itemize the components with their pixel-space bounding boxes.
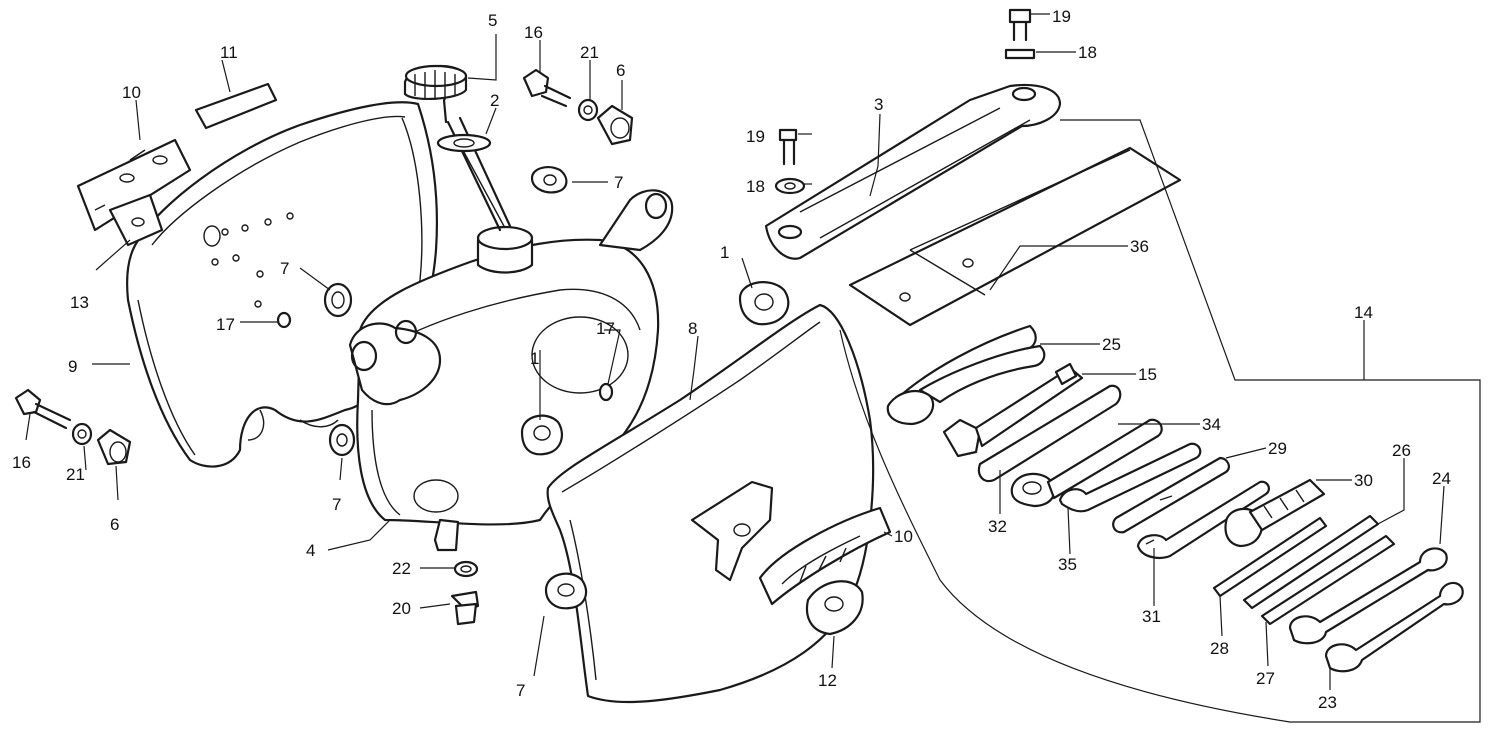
washer-21-upper xyxy=(577,98,599,122)
wrench-27 xyxy=(1260,534,1396,626)
label-12: 12 xyxy=(818,671,837,690)
leader-lines xyxy=(25,13,1445,690)
label-23: 23 xyxy=(1318,693,1337,712)
label-17-left: 17 xyxy=(216,315,235,334)
wrench-32 xyxy=(1010,418,1163,508)
socket-wrench-15 xyxy=(942,362,1084,458)
washer-18-mid xyxy=(774,177,806,195)
grommet-17-mid xyxy=(598,382,614,402)
hook-spanner-35 xyxy=(1058,442,1202,513)
grommet-17-left xyxy=(276,311,292,329)
label-11: 11 xyxy=(220,43,238,62)
label-28: 28 xyxy=(1210,639,1229,658)
label-30: 30 xyxy=(1354,471,1373,490)
label-7-upper-left: 7 xyxy=(280,259,289,278)
label-10-left: 10 xyxy=(122,83,141,102)
screwdriver-bit-28 xyxy=(1212,516,1328,598)
tool-tray-bracket-3 xyxy=(764,83,1062,260)
label-8: 8 xyxy=(688,319,697,338)
tool-bag-36 xyxy=(848,146,1182,327)
bolt-20 xyxy=(450,590,480,626)
bracket-13 xyxy=(108,193,164,247)
label-7-upper: 7 xyxy=(614,173,623,192)
label-14: 14 xyxy=(1354,303,1373,322)
washer-22 xyxy=(453,560,479,578)
label-34: 34 xyxy=(1202,415,1221,434)
label-6-left: 6 xyxy=(110,515,119,534)
label-13: 13 xyxy=(70,293,89,312)
right-side-cover xyxy=(546,303,875,704)
bolt-19-mid xyxy=(778,128,798,166)
label-18-mid: 18 xyxy=(746,177,765,196)
label-18-upper: 18 xyxy=(1078,43,1097,62)
label-3: 3 xyxy=(874,95,883,114)
washer-2 xyxy=(436,133,492,153)
label-26: 26 xyxy=(1392,441,1411,460)
bracket-10-left xyxy=(76,138,192,232)
label-20: 20 xyxy=(392,599,411,618)
label-24: 24 xyxy=(1432,469,1451,488)
screwdriver-29 xyxy=(1112,456,1230,534)
label-1-mid: 1 xyxy=(530,349,539,368)
label-27: 27 xyxy=(1256,669,1275,688)
oil-tank xyxy=(348,189,674,552)
label-19-upper: 19 xyxy=(1052,7,1071,26)
washer-21-left xyxy=(71,422,93,446)
label-21-left: 21 xyxy=(66,465,85,484)
grommet-7-lower xyxy=(544,572,588,610)
wrench-24 xyxy=(1288,547,1448,645)
callout-labels: 11 10 13 9 7 17 16 21 6 5 2 16 21 6 7 7 … xyxy=(12,7,1451,712)
label-9: 9 xyxy=(68,357,77,376)
label-25: 25 xyxy=(1102,335,1121,354)
label-31: 31 xyxy=(1142,607,1161,626)
driver-handle-30 xyxy=(1224,478,1326,548)
pliers-25 xyxy=(886,324,1046,426)
label-16-left: 16 xyxy=(12,453,31,472)
wrench-23 xyxy=(1324,581,1464,673)
label-15: 15 xyxy=(1138,365,1157,384)
emblem-bracket-12 xyxy=(805,580,864,636)
bolt-19-upper xyxy=(1008,8,1032,42)
label-2: 2 xyxy=(490,91,499,110)
label-6-upper: 6 xyxy=(616,61,625,80)
label-36: 36 xyxy=(1130,237,1149,256)
label-32: 32 xyxy=(988,517,1007,536)
grommet-1-right xyxy=(738,281,790,326)
label-29: 29 xyxy=(1268,439,1287,458)
bolt-16-left xyxy=(14,388,72,430)
washer-18-upper xyxy=(1004,48,1036,60)
grommet-7-upper xyxy=(530,166,568,194)
label-7-lower: 7 xyxy=(516,681,525,700)
label-16-upper: 16 xyxy=(524,23,543,42)
label-4: 4 xyxy=(306,541,315,560)
label-10-right: 10 xyxy=(894,527,913,546)
tool-kit-outline xyxy=(839,119,1481,723)
collar-6-upper xyxy=(596,104,634,146)
label-22: 22 xyxy=(392,559,411,578)
label-5: 5 xyxy=(488,11,497,30)
grommet-1-mid xyxy=(520,414,563,456)
label-19-mid: 19 xyxy=(746,127,765,146)
grommet-7-upper-left xyxy=(323,282,353,318)
label-35: 35 xyxy=(1058,555,1077,574)
label-7-mid: 7 xyxy=(332,495,341,514)
handle-34 xyxy=(977,384,1122,483)
label-17-mid: 17 xyxy=(596,319,615,338)
grommet-7-mid xyxy=(328,423,356,457)
label-21-upper: 21 xyxy=(580,43,599,62)
label-1-right: 1 xyxy=(720,243,729,262)
emblem-10 xyxy=(758,506,892,606)
collar-6-left xyxy=(96,428,132,466)
bolt-16-upper xyxy=(522,68,572,108)
rubber-strip-11 xyxy=(194,82,278,130)
wrench-31 xyxy=(1136,480,1270,559)
